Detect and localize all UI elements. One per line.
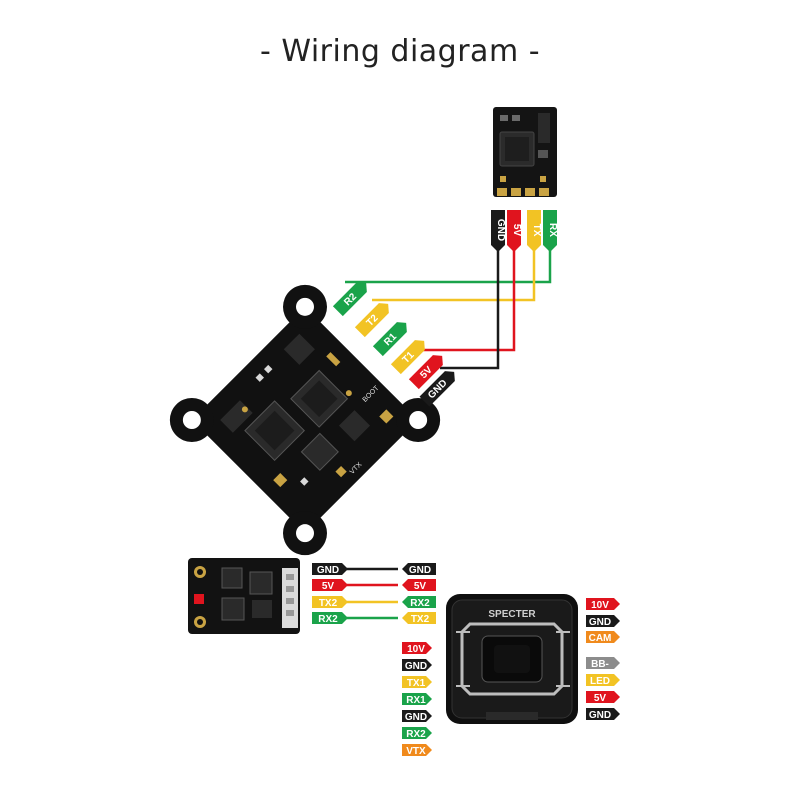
svg-text:10V: 10V bbox=[591, 600, 609, 611]
camera-brand-text: SPECTER bbox=[488, 609, 536, 620]
camera-left-labels: 10V GND TX1 RX1 GND RX2 VTX bbox=[402, 642, 432, 757]
svg-text:5V: 5V bbox=[594, 693, 607, 704]
receiver-pin-5v: 5V bbox=[507, 210, 522, 252]
receiver-module bbox=[493, 107, 557, 197]
receiver-pin-5v-text: 5V bbox=[511, 224, 522, 237]
cam-left-tx1: TX1 bbox=[402, 676, 432, 689]
vtx-right-rx2: RX2 bbox=[402, 596, 436, 609]
svg-text:10V: 10V bbox=[407, 644, 425, 655]
cam-right-gnd: GND bbox=[586, 615, 620, 628]
svg-text:TX2: TX2 bbox=[411, 614, 430, 625]
vtx-wires bbox=[346, 567, 398, 620]
cam-left-10v: 10V bbox=[402, 642, 432, 655]
vtx-left-rx2: RX2 bbox=[312, 612, 348, 625]
cam-left-gnd: GND bbox=[402, 659, 432, 672]
receiver-pin-rx-text: RX bbox=[547, 223, 558, 237]
cam-right-bb: BB- bbox=[586, 657, 620, 670]
flight-controller: BOOT VTX bbox=[169, 284, 441, 556]
svg-text:GND: GND bbox=[405, 712, 427, 723]
svg-text:GND: GND bbox=[317, 565, 339, 576]
svg-text:GND: GND bbox=[589, 710, 611, 721]
wire-gnd-to-gnd bbox=[440, 232, 500, 370]
fc-pad-t2: T2 bbox=[354, 303, 389, 338]
svg-text:RX2: RX2 bbox=[318, 614, 338, 625]
svg-text:5V: 5V bbox=[414, 581, 427, 592]
svg-text:BB-: BB- bbox=[591, 659, 609, 670]
receiver-pin-labels: GND 5V TX RX bbox=[491, 210, 558, 252]
cam-right-led: LED bbox=[586, 674, 620, 687]
svg-text:5V: 5V bbox=[322, 581, 335, 592]
vtx-module bbox=[188, 558, 300, 634]
svg-text:GND: GND bbox=[405, 661, 427, 672]
svg-text:CAM: CAM bbox=[589, 633, 612, 644]
vtx-left-labels: GND 5V TX2 RX2 bbox=[312, 563, 348, 625]
vtx-right-5v: 5V bbox=[402, 579, 436, 592]
fc-pad-5v: 5V bbox=[408, 355, 443, 390]
cam-right-cam: CAM bbox=[586, 631, 620, 644]
cam-right-gnd2: GND bbox=[586, 708, 620, 721]
receiver-pin-tx-text: TX bbox=[531, 224, 542, 237]
camera-module: SPECTER bbox=[446, 594, 578, 724]
diagram-title: - Wiring diagram - bbox=[259, 34, 541, 69]
svg-text:GND: GND bbox=[589, 617, 611, 628]
vtx-left-tx2: TX2 bbox=[312, 596, 348, 609]
fc-pad-r2: R2 bbox=[332, 282, 367, 317]
receiver-pin-gnd-text: GND bbox=[495, 219, 506, 241]
svg-text:GND: GND bbox=[409, 565, 431, 576]
cam-left-vtx: VTX bbox=[402, 744, 432, 757]
vtx-right-tx2: TX2 bbox=[402, 612, 436, 625]
svg-text:RX1: RX1 bbox=[406, 695, 426, 706]
cam-left-rx2: RX2 bbox=[402, 727, 432, 740]
wire-tx-to-t2 bbox=[372, 232, 536, 302]
svg-text:VTX: VTX bbox=[406, 746, 426, 757]
svg-text:TX2: TX2 bbox=[319, 598, 338, 609]
wire-5v-to-5v bbox=[418, 232, 516, 352]
receiver-pin-rx: RX bbox=[543, 210, 558, 252]
camera-right-labels: 10V GND CAM BB- LED 5V GND bbox=[586, 598, 620, 721]
receiver-pin-tx: TX bbox=[527, 210, 542, 252]
receiver-solder-pads bbox=[497, 188, 549, 196]
fc-pad-t1: T1 bbox=[390, 340, 425, 375]
svg-text:LED: LED bbox=[590, 676, 610, 687]
cam-left-gnd2: GND bbox=[402, 710, 432, 723]
cam-right-5v: 5V bbox=[586, 691, 620, 704]
svg-text:RX2: RX2 bbox=[410, 598, 430, 609]
cam-left-rx1: RX1 bbox=[402, 693, 432, 706]
vtx-right-gnd: GND bbox=[402, 563, 436, 576]
vtx-left-gnd: GND bbox=[312, 563, 348, 576]
vtx-right-labels: GND 5V RX2 TX2 bbox=[402, 563, 436, 625]
svg-text:RX2: RX2 bbox=[406, 729, 426, 740]
cam-right-10v: 10V bbox=[586, 598, 620, 611]
receiver-pin-gnd: GND bbox=[491, 210, 506, 252]
svg-text:TX1: TX1 bbox=[407, 678, 426, 689]
vtx-left-5v: 5V bbox=[312, 579, 348, 592]
